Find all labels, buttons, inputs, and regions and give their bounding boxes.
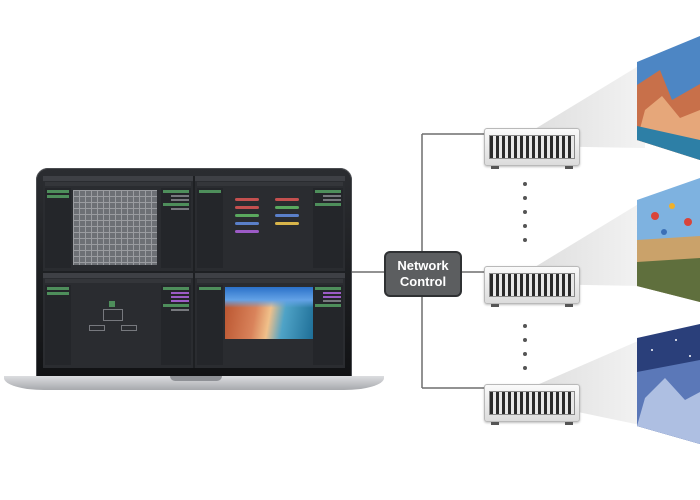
projector-icon [484, 266, 580, 307]
app-pane-preview [195, 273, 345, 368]
app-pane-color [195, 176, 345, 271]
laptop-lid [36, 168, 352, 378]
network-control-line2: Control [399, 274, 447, 289]
network-control-box: Network Control [384, 251, 462, 297]
warp-grid [73, 190, 157, 265]
vertical-dots-icon [523, 324, 527, 370]
projected-image-1 [637, 36, 700, 160]
vertical-dots-icon [523, 182, 527, 242]
preview-image [225, 287, 315, 339]
projection-beam-2 [530, 200, 645, 286]
projector-icon [484, 384, 580, 425]
app-pane-alignment [43, 273, 193, 368]
laptop-screen [43, 176, 345, 368]
network-control-line1: Network [397, 258, 449, 273]
app-pane-grid [43, 176, 193, 271]
projection-beam-1 [530, 62, 645, 148]
projector-icon [484, 128, 580, 169]
projected-image-3 [637, 324, 700, 444]
laptop-base [4, 376, 384, 390]
projected-image-2 [637, 178, 700, 302]
